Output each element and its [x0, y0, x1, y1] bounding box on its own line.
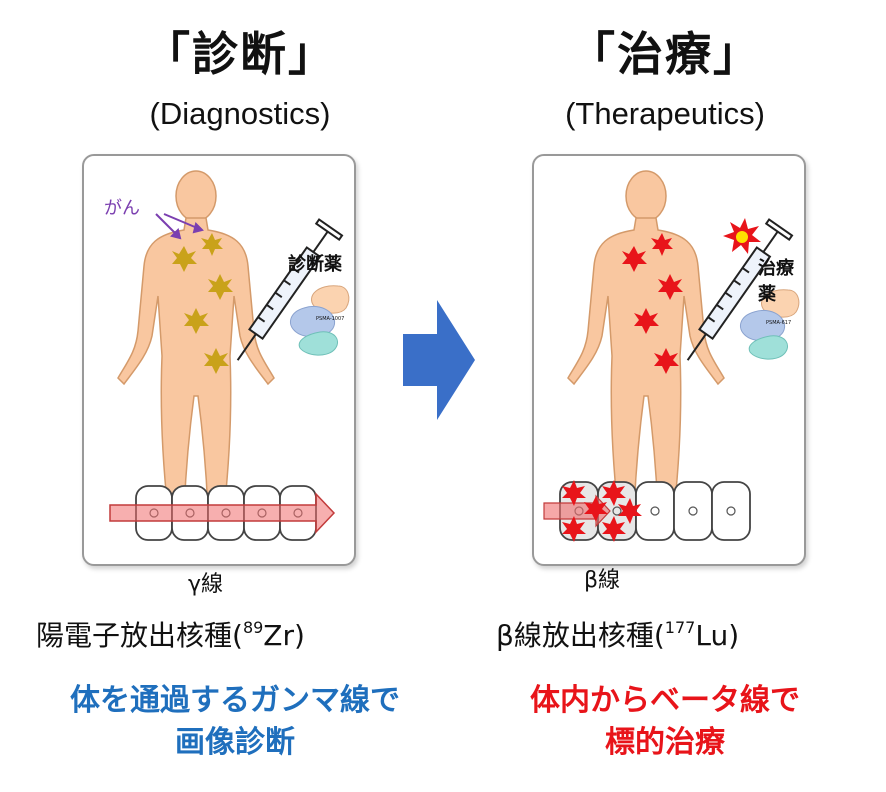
human-body-figure — [117, 170, 275, 512]
diagnostics-caption: 体を通過するガンマ線で 画像診断 — [10, 680, 460, 764]
therapeutics-illustration — [543, 170, 800, 542]
caption-line: 画像診断 — [175, 725, 295, 760]
therapeutic-drug-label: 治療薬 — [758, 258, 794, 305]
cancer-spot — [651, 233, 673, 256]
cancer-spot — [184, 308, 209, 334]
syringe-icon — [686, 218, 794, 361]
mass-number: 177 — [664, 617, 696, 637]
cancer-spot — [634, 308, 659, 334]
caption-line: 体内からベータ線で — [530, 683, 800, 718]
cancer-spot — [622, 246, 647, 272]
human-body-figure — [567, 170, 725, 512]
cancer-spot — [204, 348, 229, 374]
therapeutics-title: 「治療」 — [569, 27, 761, 81]
nuclide-name: β線放出核種( — [496, 619, 665, 652]
caption-line: 標的治療 — [605, 725, 725, 760]
beta-ray-label: β線 — [584, 568, 621, 593]
cancer-spot — [172, 246, 197, 272]
drug-molecule-icon — [289, 285, 350, 356]
cell — [635, 481, 675, 541]
diagnostic-nuclide: 陽電子放出核種(89Zr) — [36, 614, 305, 654]
targeted-cancer-spots — [622, 233, 683, 374]
diagnostic-drug-label: 診断薬 — [288, 254, 342, 275]
caption-line: 体を通過するガンマ線で — [70, 683, 400, 718]
cell — [711, 481, 751, 541]
therapeutics-caption: 体内からベータ線で 標的治療 — [450, 680, 880, 764]
cancer-spot — [208, 274, 233, 300]
gamma-ray-label: γ線 — [188, 572, 224, 597]
drug-molecule-icon — [739, 289, 800, 360]
element-symbol: Lu) — [695, 619, 740, 652]
therapeutics-panel: 治療薬 PSMA-617 — [532, 154, 806, 566]
cancer-spot — [201, 233, 223, 256]
molecule-label: PSMA-617 — [766, 320, 792, 326]
molecule-label: PSMA-1007 — [316, 316, 345, 322]
cell-damage-bursts — [562, 480, 642, 542]
transition-arrow-icon — [403, 300, 475, 420]
syringe-icon — [236, 218, 344, 361]
gamma-ray-arrow — [109, 492, 336, 534]
radiation-burst-icon — [723, 218, 761, 254]
therapeutic-nuclide: β線放出核種(177Lu) — [496, 614, 739, 654]
therapeutics-subtitle: (Therapeutics) — [565, 96, 765, 131]
diagnostics-title: 「診断」 — [144, 27, 336, 81]
cancer-spots — [172, 233, 233, 374]
cancer-spot — [658, 274, 683, 300]
element-symbol: Zr) — [263, 619, 305, 652]
cancer-label: がん — [104, 198, 140, 219]
mass-number: 89 — [242, 617, 264, 637]
diagnostics-subtitle: (Diagnostics) — [149, 96, 331, 131]
cell — [673, 481, 713, 541]
cancer-pointer-arrows — [155, 213, 204, 240]
diagnostics-illustration — [109, 170, 350, 541]
diagnostics-panel: がん 診断薬 PSMA-1007 — [82, 154, 356, 566]
cancer-spot — [654, 348, 679, 374]
nuclide-name: 陽電子放出核種( — [36, 619, 243, 652]
